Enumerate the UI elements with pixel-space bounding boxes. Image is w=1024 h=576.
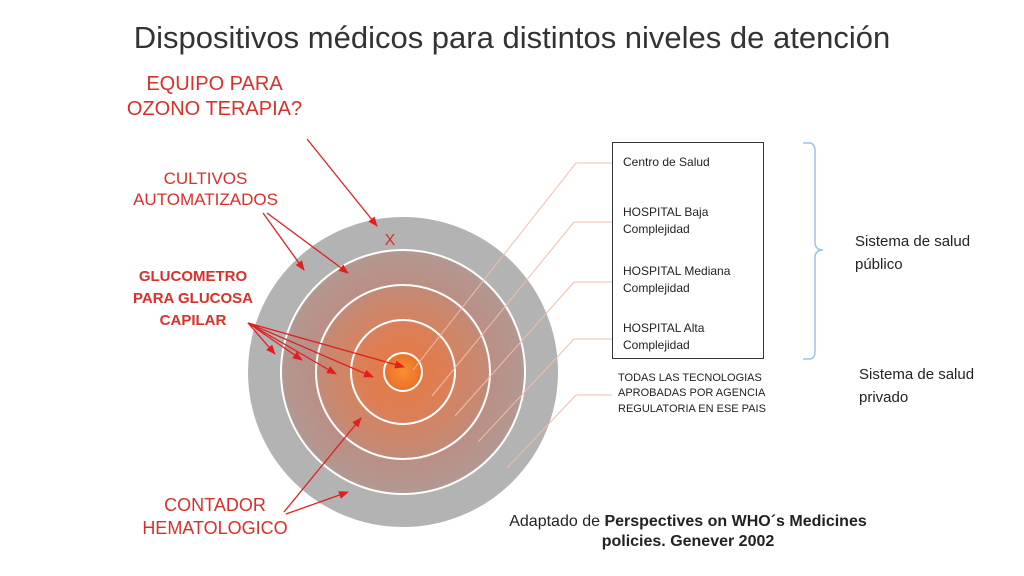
arrow-gluco-1 [247, 322, 276, 355]
x-mark: X [384, 232, 396, 249]
arrow-cultivos-second [266, 212, 349, 274]
level-hospital-mediana: HOSPITAL Mediana Complejidad [623, 264, 731, 296]
slide-title: Dispositivos médicos para distintos nive… [133, 20, 891, 55]
source-citation: Adaptado de Perspectives on WHO´s Medici… [490, 512, 886, 552]
red-arrows [247, 138, 405, 515]
public-system-label: Sistema de salud público [855, 233, 971, 273]
label-ozono: EQUIPO PARA OZONO TERAPIA? [126, 73, 303, 120]
label-cultivos: CULTIVOS AUTOMATIZADOS [133, 169, 278, 210]
all-technologies-note: TODAS LAS TECNOLOGIAS APROBADAS POR AGEN… [618, 372, 766, 415]
source-title: Perspectives on WHO´s Medicines policies… [601, 513, 867, 550]
level-hospital-alta: HOSPITAL Alta Complejidad [623, 321, 705, 353]
private-system-label: Sistema de salud privado [859, 366, 975, 406]
leader-mediana [454, 281, 612, 417]
label-glucometro: GLUCOMETRO PARA GLUCOSA CAPILAR [133, 268, 253, 329]
arrow-gluco-4 [247, 322, 374, 378]
source-prefix: Adaptado de [509, 513, 605, 530]
care-levels-box: Centro de Salud HOSPITAL Baja Complejida… [612, 142, 764, 359]
arrow-contador-2 [285, 491, 349, 515]
level-centro-salud: Centro de Salud [623, 155, 710, 169]
public-system-bracket [803, 142, 824, 360]
leader-baja [431, 221, 612, 397]
leader-alta [477, 338, 612, 443]
leader-centro [412, 162, 612, 371]
arrow-ozono [306, 138, 378, 227]
leader-lines [412, 162, 612, 469]
ring-core [383, 352, 423, 392]
arrow-gluco-3 [247, 322, 337, 375]
arrow-cultivos-outer [262, 212, 305, 271]
arrow-contador-1 [283, 417, 362, 513]
level-hospital-baja: HOSPITAL Baja Complejidad [623, 205, 709, 237]
arrow-gluco-5 [247, 322, 405, 369]
leader-todas [506, 394, 612, 469]
arrow-gluco-2 [247, 322, 303, 361]
label-contador: CONTADOR HEMATOLOGICO [142, 495, 288, 538]
